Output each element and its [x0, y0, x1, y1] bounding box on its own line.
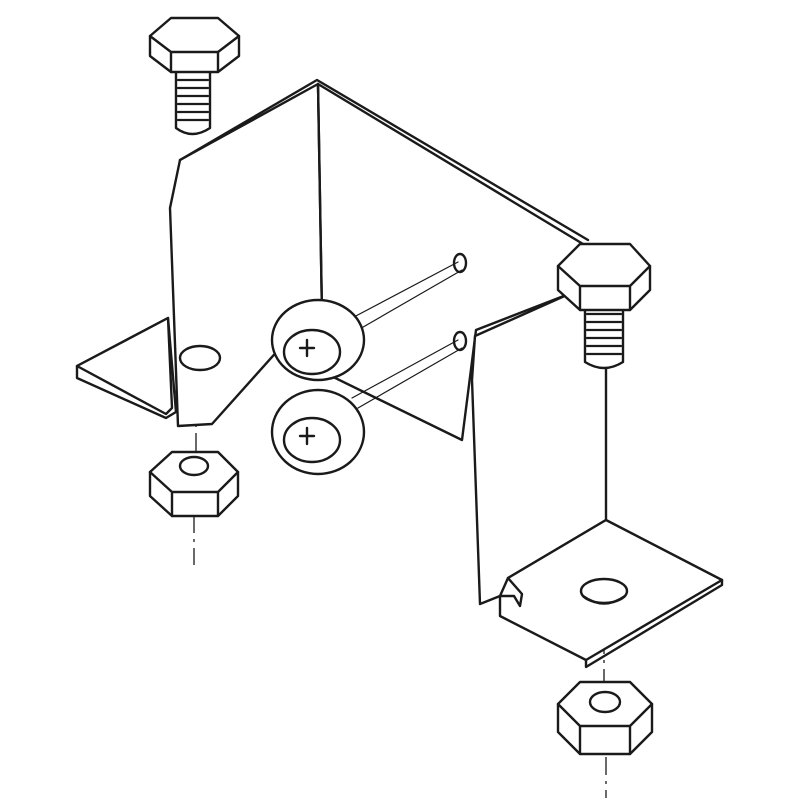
- hex-bolt-left: [148, 16, 241, 136]
- phillips-screw-upper: [270, 298, 366, 382]
- left-flange-hole: [178, 344, 222, 372]
- bolt-shank: [583, 298, 625, 370]
- hex-bolt-right: [556, 242, 652, 370]
- nut-edges: [148, 470, 240, 518]
- leader-lines: [351, 261, 463, 409]
- nut-bore: [588, 690, 622, 714]
- bolt-head: [148, 16, 241, 74]
- left-foot-flange-top: [75, 316, 174, 416]
- nut-bore: [178, 455, 210, 477]
- u-bracket: [75, 78, 724, 669]
- bolt-thread: [176, 78, 210, 122]
- nut-body: [556, 680, 654, 756]
- phillips-screw-lower: [270, 388, 366, 476]
- right-foot-thickness: [584, 578, 724, 669]
- phillips-cross-icon: [298, 426, 316, 446]
- bolt-head-edges: [148, 34, 241, 74]
- top-edge: [178, 78, 590, 242]
- bolt-head-edges: [556, 264, 652, 312]
- back-panel-hole-lower: [452, 330, 468, 352]
- bolt-shank: [174, 64, 212, 136]
- screw-head-upper: [282, 328, 342, 376]
- hex-nut-left: [148, 450, 240, 518]
- nut-edges: [556, 702, 654, 756]
- bolt-thread: [585, 312, 623, 356]
- hex-nut-right: [556, 680, 654, 756]
- screw-head-lower: [282, 416, 342, 464]
- phillips-cross-icon: [298, 338, 316, 358]
- right-flange-hole-depth: [581, 594, 627, 605]
- back-panel-hole-upper: [452, 252, 468, 274]
